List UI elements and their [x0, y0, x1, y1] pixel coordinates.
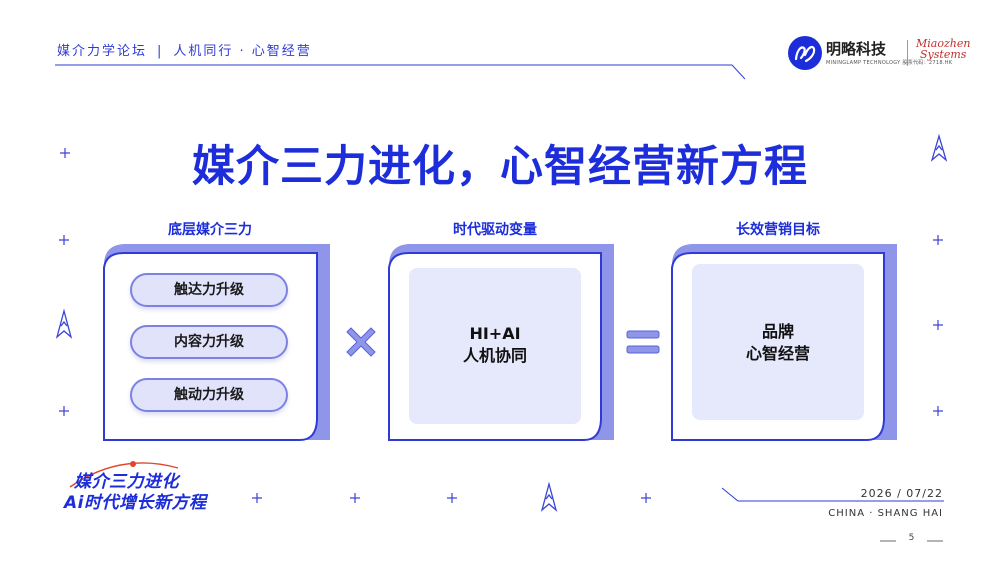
- plus-decorations: [59, 148, 943, 503]
- company-name: 明略科技: [826, 40, 887, 58]
- driver-line2: 人机协同: [462, 346, 527, 365]
- miaozhen-logo: Miaozhen Systems: [916, 38, 970, 60]
- pill-content-upgrade: 内容力升级: [130, 325, 288, 359]
- page-number: 5: [908, 533, 915, 543]
- miaozhen-line2: Systems: [920, 48, 967, 61]
- logo-divider: [907, 40, 908, 66]
- section-title-base: 底层媒介三力: [168, 222, 252, 238]
- minglue-logo-icon: [788, 36, 822, 70]
- goal-line2: 心智经营: [745, 344, 810, 363]
- card-driver: [388, 244, 614, 441]
- section-title-driver: 时代驱动变量: [453, 222, 537, 238]
- driver-line1: HI+AI: [469, 324, 521, 343]
- header-tagline: 媒介力学论坛 | 人机同行 · 心智经营: [57, 40, 312, 59]
- goal-text: 品牌 心智经营: [692, 321, 864, 365]
- miaozhen-line1: Miaozhen: [916, 37, 971, 50]
- footer-date: 2026 / 07/22: [860, 487, 943, 500]
- company-subtitle: MININGLAMP TECHNOLOGY 股票代码：2718.HK: [826, 60, 953, 66]
- header-underline: [55, 64, 745, 80]
- card-goal: [671, 244, 897, 441]
- goal-line1: 品牌: [761, 322, 794, 341]
- header-separator: |: [157, 44, 164, 59]
- bottom-logo-line1: 媒介三力进化: [74, 472, 179, 492]
- page-title: 媒介三力进化，心智经营新方程: [192, 142, 808, 192]
- multiply-icon: [346, 327, 376, 357]
- pill-reach-upgrade: 触达力升级: [130, 273, 288, 307]
- bottom-logo-orbit: [69, 461, 179, 488]
- equals-icon: [626, 330, 660, 354]
- arrow-decorations: [55, 133, 948, 512]
- header-slogan: 人机同行 · 心智经营: [173, 44, 312, 59]
- section-title-goal: 长效营销目标: [736, 222, 820, 238]
- driver-text: HI+AI 人机协同: [409, 323, 581, 367]
- bottom-logo-line2: Ai时代增长新方程: [64, 493, 207, 513]
- footer-line: [721, 487, 944, 502]
- forum-name: 媒介力学论坛: [57, 44, 148, 59]
- footer-location: CHINA · SHANG HAI: [828, 508, 943, 519]
- pill-touch-upgrade: 触动力升级: [130, 378, 288, 412]
